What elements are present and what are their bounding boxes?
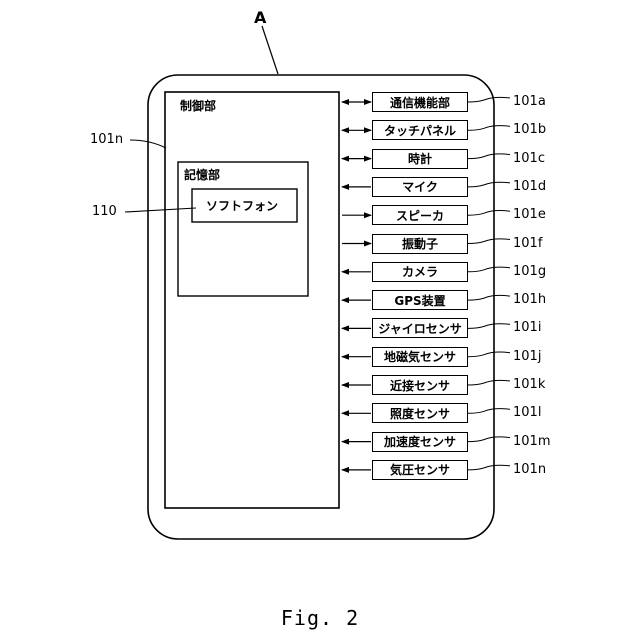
component-ref-leader [468, 126, 510, 131]
component-box: カメラ [372, 262, 468, 282]
softphone-label: ソフトフォン [206, 200, 278, 212]
component-box: タッチパネル [372, 120, 468, 140]
component-box: 加速度センサ [372, 432, 468, 452]
figure-caption: Fig. 2 [0, 606, 640, 630]
component-box: 照度センサ [372, 403, 468, 423]
component-ref: 101m [513, 435, 550, 448]
component-ref-leader [468, 239, 510, 244]
component-ref-leader [468, 409, 510, 414]
component-box: 振動子 [372, 234, 468, 254]
component-ref-leader [468, 267, 510, 272]
controller-label: 制御部 [180, 100, 216, 112]
device-leader-line [262, 26, 278, 74]
component-ref: 101c [513, 152, 545, 165]
component-ref: 101d [513, 180, 546, 193]
component-ref: 101f [513, 237, 542, 250]
component-ref-leader [468, 182, 510, 187]
component-box: 時計 [372, 149, 468, 169]
component-box: 気圧センサ [372, 460, 468, 480]
component-ref-leader [468, 352, 510, 357]
component-ref-leader [468, 437, 510, 442]
component-ref-leader [468, 465, 510, 470]
component-box: スピーカ [372, 205, 468, 225]
component-ref-leader [468, 154, 510, 159]
component-ref: 101n [513, 463, 546, 476]
component-ref: 101b [513, 123, 546, 136]
component-ref: 101g [513, 265, 546, 278]
component-arrows [342, 102, 371, 470]
component-ref: 101l [513, 406, 541, 419]
component-ref-leader [468, 97, 510, 102]
softphone-ref: 110 [92, 205, 117, 218]
component-ref-leader [468, 380, 510, 385]
component-box: ジャイロセンサ [372, 318, 468, 338]
component-ref-leader [468, 211, 510, 216]
controller-block [165, 92, 339, 508]
component-box: 通信機能部 [372, 92, 468, 112]
component-box: GPS装置 [372, 290, 468, 310]
device-label: A [254, 10, 266, 26]
component-ref: 101k [513, 378, 545, 391]
component-box: 地磁気センサ [372, 347, 468, 367]
component-ref: 101j [513, 350, 541, 363]
controller-ref: 101n [90, 133, 123, 146]
component-ref-leaders [468, 97, 510, 470]
component-ref-leader [468, 324, 510, 329]
component-ref: 101h [513, 293, 546, 306]
storage-block [178, 162, 308, 296]
component-box: 近接センサ [372, 375, 468, 395]
component-ref-leader [468, 295, 510, 300]
storage-label: 記憶部 [184, 169, 220, 181]
component-ref: 101i [513, 321, 541, 334]
component-ref: 101e [513, 208, 546, 221]
component-box: マイク [372, 177, 468, 197]
component-ref: 101a [513, 95, 546, 108]
